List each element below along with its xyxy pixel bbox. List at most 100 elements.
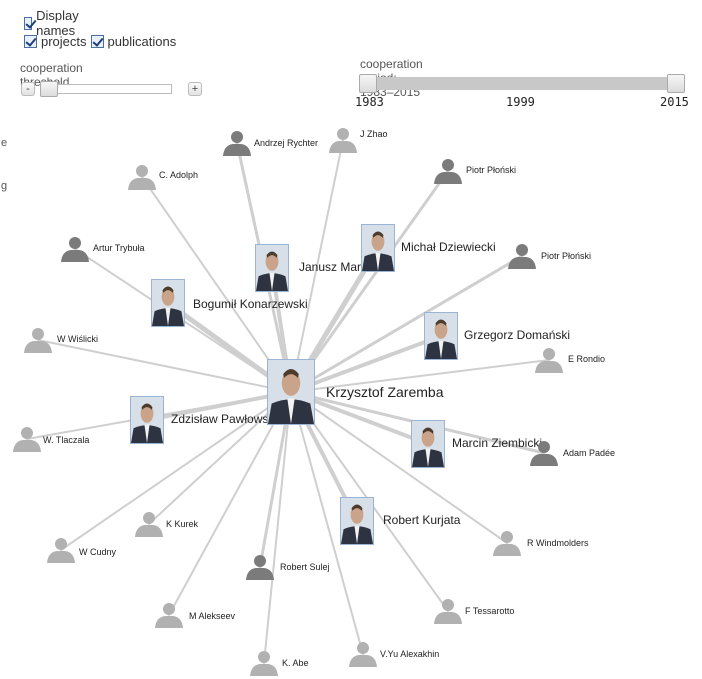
person-node[interactable]: Bogumił Konarzewski — [151, 279, 308, 327]
person-node[interactable]: E Rondio — [535, 348, 605, 373]
person-node[interactable]: Piotr Płoński — [508, 244, 591, 269]
person-node[interactable]: W. Tlaczala — [13, 427, 89, 452]
person-node[interactable]: Janusz Marzec — [255, 244, 380, 292]
period-start-handle[interactable] — [359, 74, 377, 93]
cooperation-edge — [290, 359, 550, 393]
person-silhouette-icon — [155, 603, 183, 628]
projects-label: projects — [41, 34, 87, 49]
cooperation-edge — [60, 391, 292, 551]
clipped-text-fragment: e — [1, 137, 8, 149]
person-photo — [151, 279, 185, 327]
person-name-label: C. Adolph — [159, 170, 198, 180]
person-name-label: Piotr Płoński — [541, 251, 591, 261]
person-photo — [424, 312, 458, 360]
person-name-label: Adam Padée — [563, 448, 615, 458]
person-photo — [130, 396, 164, 444]
person-node[interactable]: C. Adolph — [128, 165, 198, 190]
cooperation-edge — [289, 169, 450, 394]
person-silhouette-icon — [128, 165, 156, 190]
period-tick-start: 1983 — [355, 95, 384, 109]
center-person-node[interactable]: Krzysztof Zaremba — [267, 359, 444, 425]
person-photo — [340, 497, 374, 545]
projects-option[interactable]: projects publications — [24, 34, 176, 49]
person-silhouette-icon — [61, 237, 89, 262]
person-name-label: K Kurek — [166, 519, 199, 529]
person-silhouette-icon — [135, 512, 163, 537]
cooperation-edge — [290, 391, 364, 655]
person-node[interactable]: V.Yu Alexakhin — [349, 642, 439, 667]
person-name-label: Zdzisław Pawłowski — [171, 412, 277, 426]
projects-checkbox[interactable] — [24, 35, 37, 48]
person-node[interactable]: Michał Dziewiecki — [361, 224, 496, 272]
person-silhouette-icon — [508, 244, 536, 269]
cooperation-edge — [289, 254, 524, 394]
person-silhouette-icon — [250, 651, 278, 676]
person-name-label: Michał Dziewiecki — [401, 240, 496, 254]
person-silhouette-icon — [434, 599, 462, 624]
person-name-label: W. Tlaczala — [43, 435, 89, 445]
person-name-label: K. Abe — [282, 658, 309, 668]
period-slider-range[interactable] — [362, 77, 684, 90]
person-name-label: Piotr Płoński — [466, 165, 516, 175]
cooperation-edge — [37, 339, 292, 393]
person-name-label: Grzegorz Domański — [464, 328, 570, 342]
person-silhouette-icon — [329, 128, 357, 153]
person-node[interactable]: Robert Sulej — [246, 555, 330, 580]
person-node[interactable]: Piotr Płoński — [434, 159, 516, 184]
person-photo — [267, 359, 315, 425]
person-node[interactable]: M Alekseev — [155, 603, 236, 628]
publications-checkbox[interactable] — [90, 35, 104, 48]
person-name-label: E Rondio — [568, 354, 605, 364]
person-silhouette-icon — [434, 159, 462, 184]
person-node[interactable]: Robert Kurjata — [340, 497, 461, 545]
person-name-label: F Tessarotto — [465, 606, 514, 616]
threshold-plus-button[interactable]: + — [188, 82, 202, 96]
threshold-slider-track[interactable] — [40, 84, 172, 94]
person-node[interactable]: K. Abe — [250, 651, 309, 676]
person-name-label: Artur Trybuła — [93, 243, 145, 253]
person-name-label: Bogumił Konarzewski — [193, 297, 308, 311]
cooperation-edge — [141, 176, 292, 393]
person-silhouette-icon — [349, 642, 377, 667]
person-node[interactable]: R Windmolders — [493, 531, 589, 556]
person-node[interactable]: K Kurek — [135, 512, 199, 537]
person-name-label: V.Yu Alexakhin — [380, 649, 439, 659]
person-name-label: J Zhao — [360, 129, 388, 139]
person-name-label: Andrzej Rychter — [254, 138, 318, 148]
person-node[interactable]: W Cudny — [47, 538, 117, 563]
period-tick-end: 2015 — [660, 95, 689, 109]
display-names-option[interactable]: Display names — [24, 8, 84, 38]
person-name-label: R Windmolders — [527, 538, 589, 548]
display-names-label: Display names — [36, 8, 79, 38]
person-silhouette-icon — [246, 555, 274, 580]
clipped-text-fragment: g — [1, 180, 8, 192]
person-photo — [361, 224, 395, 272]
person-node[interactable]: J Zhao — [329, 128, 388, 153]
person-silhouette-icon — [24, 328, 52, 353]
person-node[interactable]: Marcin Ziembicki — [411, 420, 542, 468]
person-silhouette-icon — [223, 131, 251, 156]
person-name-label: W Wiślicki — [57, 334, 98, 344]
threshold-minus-button[interactable]: - — [21, 82, 35, 96]
person-silhouette-icon — [535, 348, 563, 373]
threshold-slider-handle[interactable] — [40, 81, 58, 97]
person-node[interactable]: Zdzisław Pawłowski — [130, 396, 277, 444]
person-name-label: Robert Sulej — [280, 562, 330, 572]
publications-label: publications — [107, 34, 177, 49]
person-silhouette-icon — [13, 427, 41, 452]
display-names-checkbox[interactable] — [24, 16, 33, 30]
person-node[interactable]: W Wiślicki — [24, 328, 98, 353]
person-name-label: Robert Kurjata — [383, 513, 461, 527]
person-silhouette-icon — [493, 531, 521, 556]
person-node[interactable]: F Tessarotto — [434, 599, 514, 624]
period-end-handle[interactable] — [667, 74, 685, 93]
period-tick-mid: 1999 — [506, 95, 535, 109]
person-name-label: W Cudny — [79, 547, 117, 557]
person-node[interactable]: Grzegorz Domański — [424, 312, 570, 360]
cooperation-edge — [289, 334, 443, 394]
person-node[interactable]: Adam Padée — [530, 441, 615, 466]
person-node[interactable]: Andrzej Rychter — [223, 131, 318, 156]
person-node[interactable]: Artur Trybuła — [61, 237, 145, 262]
cooperation-edge — [263, 391, 292, 664]
